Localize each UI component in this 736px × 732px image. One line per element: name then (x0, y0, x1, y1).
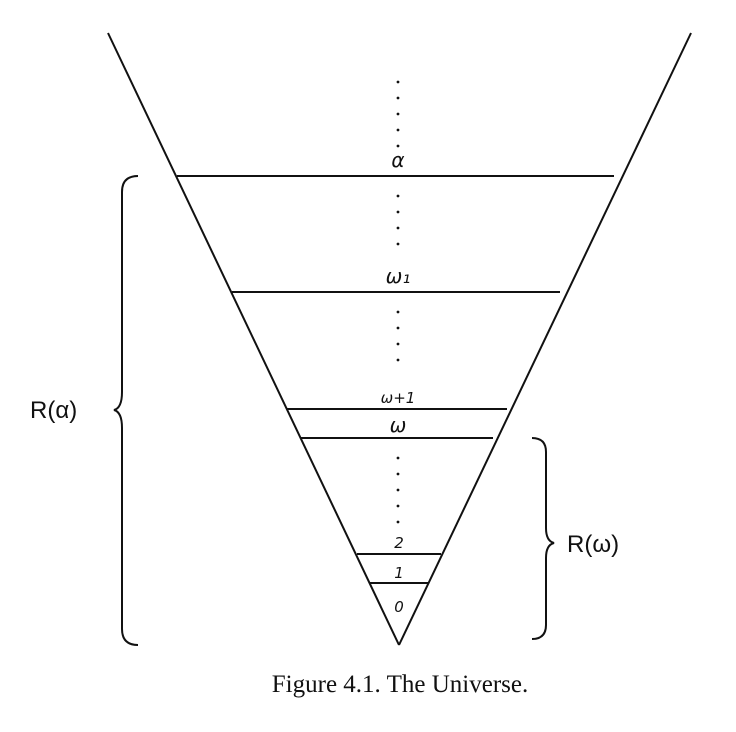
cone-left-edge (107, 32, 400, 646)
dotted-axis (396, 80, 400, 524)
right-brace (531, 437, 555, 640)
label-omega-plus-1: ω+1 (381, 389, 416, 407)
label-omega: ω (390, 413, 407, 437)
figure-caption: Figure 4.1. The Universe. (272, 671, 528, 698)
left-brace (113, 175, 139, 646)
label-1: 1 (394, 564, 404, 582)
label-alpha: α (391, 148, 404, 172)
right-brace-label: R(ω) (567, 531, 619, 558)
cone-right-edge (398, 32, 692, 646)
label-omega-1: ω₁ (386, 264, 411, 288)
left-brace-label: R(α) (30, 397, 77, 424)
label-0: 0 (394, 598, 404, 616)
label-2: 2 (394, 534, 404, 552)
